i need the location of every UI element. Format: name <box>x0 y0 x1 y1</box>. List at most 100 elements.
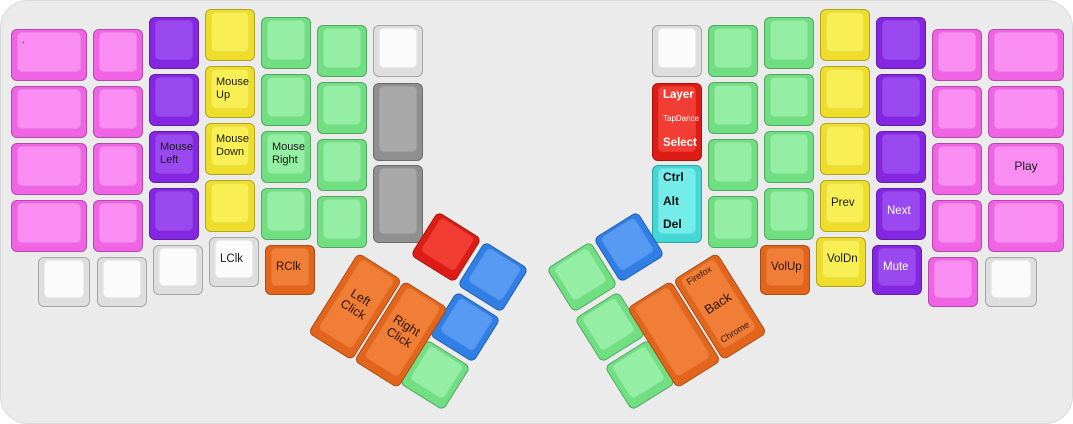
key-volup[interactable]: VolUp <box>760 245 810 295</box>
key-lclk[interactable]: LClk <box>209 237 259 287</box>
key-blank[interactable] <box>373 165 423 243</box>
key-blank[interactable] <box>985 257 1037 307</box>
keycap-top <box>994 203 1058 243</box>
key-blank[interactable] <box>149 74 199 126</box>
key-blank[interactable] <box>317 139 367 191</box>
key-blank[interactable] <box>988 200 1064 252</box>
key-blank[interactable] <box>764 131 814 183</box>
key-blank[interactable] <box>373 25 423 77</box>
key-blank[interactable] <box>317 196 367 248</box>
key-blank[interactable] <box>932 29 982 81</box>
keycap-top <box>439 296 495 353</box>
key-mute[interactable]: Mute <box>872 245 922 295</box>
keycap-top <box>323 85 361 125</box>
key-blank[interactable] <box>93 86 143 138</box>
keycap-top <box>938 32 976 72</box>
key-label: Firefox <box>684 263 714 287</box>
key-rclk[interactable]: RClk <box>265 245 315 295</box>
keycap-top <box>99 203 137 243</box>
key-blank[interactable] <box>876 17 926 69</box>
key-label: Mouse <box>272 140 306 153</box>
keycap-top <box>155 191 193 231</box>
keycap-top <box>882 134 920 174</box>
keycap-top <box>267 20 305 60</box>
keycap-top <box>994 32 1058 72</box>
key-blank[interactable] <box>317 82 367 134</box>
keycap-top <box>159 248 197 286</box>
key-blank[interactable] <box>93 29 143 81</box>
keycap-top <box>714 85 752 125</box>
keycap-top: Play <box>994 146 1058 186</box>
key-blank[interactable] <box>97 257 147 307</box>
key-label: Mouse <box>216 75 250 88</box>
key-blank[interactable] <box>149 17 199 69</box>
key-blank[interactable] <box>876 131 926 183</box>
key-blank[interactable] <box>708 139 758 191</box>
key-blank[interactable] <box>261 188 311 240</box>
key-blank[interactable] <box>11 86 87 138</box>
key-label: Alt <box>663 193 679 208</box>
key-blank[interactable] <box>876 74 926 126</box>
key-prev[interactable]: Prev <box>820 180 870 232</box>
key-blank[interactable] <box>708 25 758 77</box>
key-blank[interactable] <box>11 200 87 252</box>
key-blank[interactable] <box>764 17 814 69</box>
key-blank[interactable] <box>205 180 255 232</box>
key-play[interactable]: Play <box>988 143 1064 195</box>
key-label: Left <box>160 153 179 166</box>
keycap-top <box>599 216 655 273</box>
key-next[interactable]: Next <box>876 188 926 240</box>
key-blank[interactable] <box>261 17 311 69</box>
key-blank[interactable] <box>93 143 143 195</box>
keycap-top <box>323 199 361 239</box>
key-blank[interactable] <box>764 74 814 126</box>
key-blank[interactable] <box>988 29 1064 81</box>
key-blank[interactable] <box>932 86 982 138</box>
key-blank[interactable] <box>261 74 311 126</box>
key-dot[interactable]: . <box>11 29 87 81</box>
key-blank[interactable] <box>820 123 870 175</box>
key-label: . <box>22 34 26 46</box>
key-blank[interactable] <box>988 86 1064 138</box>
key-blank[interactable] <box>11 143 87 195</box>
key-blank[interactable] <box>932 143 982 195</box>
key-label: Del <box>663 217 682 232</box>
key-label: TapDance <box>663 113 700 123</box>
key-blank[interactable] <box>153 245 203 295</box>
key-blank[interactable] <box>38 257 90 307</box>
key-label: Ctrl <box>663 170 684 184</box>
key-blank[interactable] <box>820 9 870 61</box>
keycap-top <box>44 260 84 298</box>
key-label: Down <box>216 145 245 158</box>
key-voldn[interactable]: VolDn <box>816 237 866 287</box>
keycap-top <box>17 146 81 186</box>
key-blank[interactable] <box>93 200 143 252</box>
keycap-top <box>99 146 137 186</box>
key-blank[interactable] <box>205 9 255 61</box>
key-blank[interactable] <box>708 196 758 248</box>
key-blank[interactable] <box>652 25 702 77</box>
key-label: Mouse <box>216 132 250 145</box>
key-blank[interactable] <box>928 257 978 307</box>
keycap-top <box>17 203 81 243</box>
key-blank[interactable] <box>764 188 814 240</box>
key-blank[interactable] <box>932 200 982 252</box>
key-blank[interactable] <box>708 82 758 134</box>
key-blank[interactable] <box>317 25 367 77</box>
key-blank[interactable] <box>373 83 423 161</box>
key-blank[interactable] <box>149 188 199 240</box>
key-blank[interactable] <box>820 66 870 118</box>
keycap-top <box>103 260 141 298</box>
keycap-top <box>938 203 976 243</box>
key-label: Right <box>272 153 298 166</box>
